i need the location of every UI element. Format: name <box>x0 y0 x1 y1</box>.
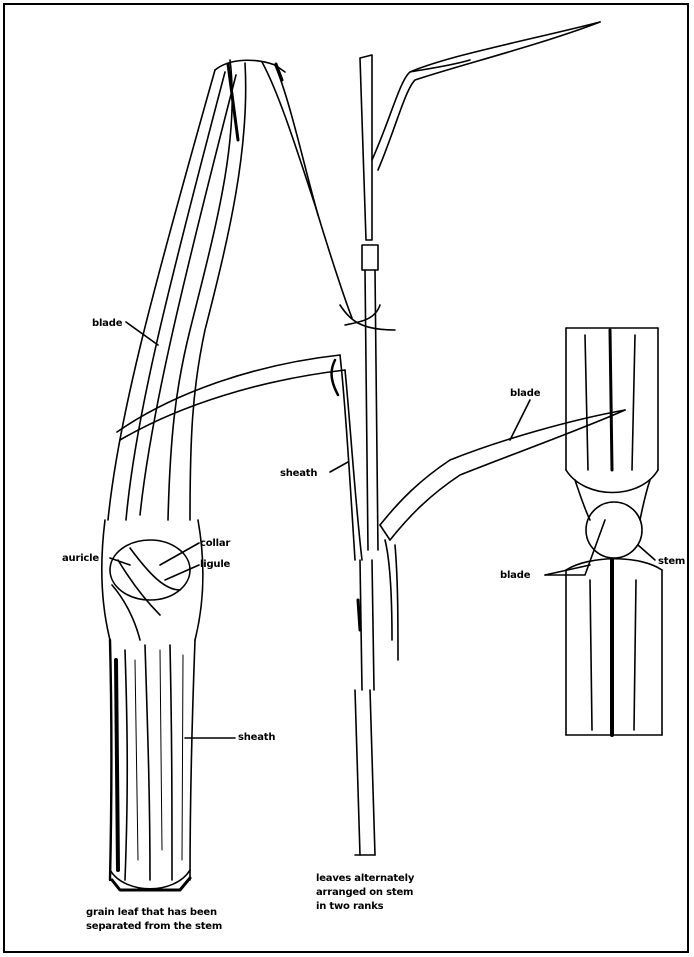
stem-label-detail: stem <box>658 556 685 568</box>
sheath-label-left: sheath <box>238 732 275 744</box>
blade-label-detail: blade <box>500 570 530 582</box>
ligule-label: ligule <box>200 559 230 571</box>
auricle-label: auricle <box>62 553 99 565</box>
caption-grain-leaf: grain leaf that has been separated from … <box>86 906 222 934</box>
collar-label: collar <box>200 538 230 550</box>
blade-label-right: blade <box>510 388 540 400</box>
sheath-label-middle: sheath <box>280 468 317 480</box>
blade-label-left: blade <box>92 318 122 330</box>
right-detail-drawing <box>566 328 662 735</box>
left-leaf-drawing <box>102 60 395 890</box>
caption-leaves-alternate: leaves alternately arranged on stem in t… <box>316 872 414 914</box>
